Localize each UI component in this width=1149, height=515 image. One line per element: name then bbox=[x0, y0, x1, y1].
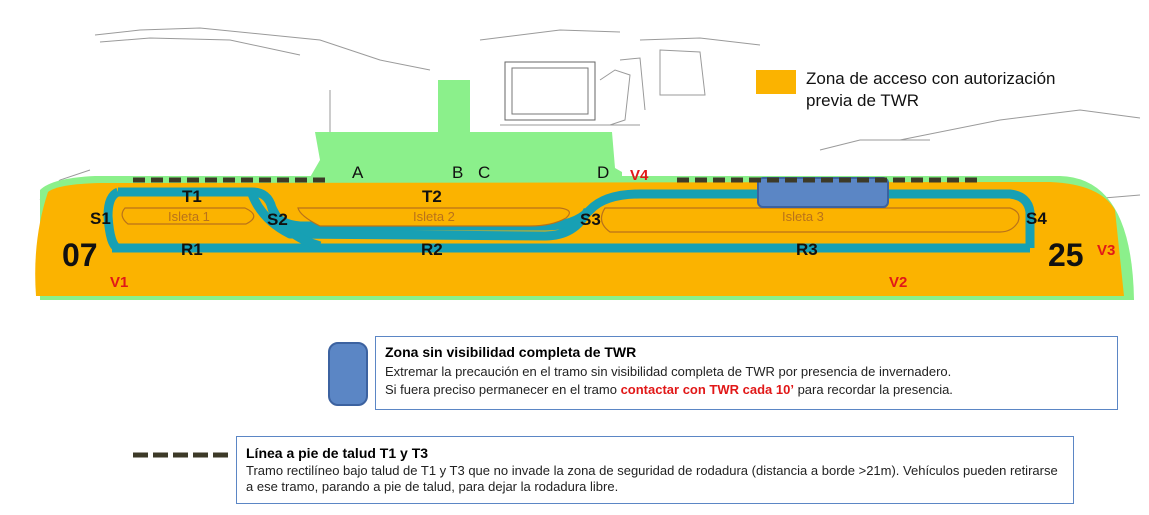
label-isleta-2: Isleta 2 bbox=[413, 209, 455, 224]
label-runway-link-r3: R3 bbox=[796, 240, 818, 259]
visibility-box-line2: Si fuera preciso permanecer en el tramo … bbox=[385, 382, 953, 398]
taxiway-network bbox=[103, 187, 1035, 253]
access-zone-legend: Zona de acceso con autorización previa d… bbox=[756, 68, 1136, 118]
label-runway-end-25: 25 bbox=[1048, 237, 1084, 273]
label-stop-s2: S2 bbox=[267, 210, 288, 229]
visibility-box-line2-before: Si fuera preciso permanecer en el tramo bbox=[385, 382, 621, 397]
label-isleta-1: Isleta 1 bbox=[168, 209, 210, 224]
label-taxiway-t1: T1 bbox=[182, 187, 202, 206]
label-stop-s3: S3 bbox=[580, 210, 601, 229]
visibility-info-box: Zona sin visibilidad completa de TWR Ext… bbox=[375, 336, 1118, 410]
label-vehicle-v1: V1 bbox=[110, 274, 128, 291]
islands bbox=[121, 207, 1020, 233]
label-stop-s1: S1 bbox=[90, 209, 111, 228]
slope-box-body: Tramo rectilíneo bajo talud de T1 y T3 q… bbox=[246, 463, 1058, 494]
label-runway-link-r1: R1 bbox=[181, 240, 203, 259]
label-stop-s4: S4 bbox=[1026, 209, 1047, 228]
label-runway-link-r2: R2 bbox=[421, 240, 443, 259]
slope-box-title: Línea a pie de talud T1 y T3 bbox=[246, 445, 429, 461]
label-vehicle-v3: V3 bbox=[1097, 242, 1115, 259]
label-apron-c: C bbox=[478, 163, 490, 182]
label-apron-b: B bbox=[452, 163, 463, 182]
access-zone-legend-line2: previa de TWR bbox=[806, 91, 920, 110]
visibility-box-title: Zona sin visibilidad completa de TWR bbox=[385, 344, 637, 360]
no-visibility-swatch bbox=[328, 342, 368, 406]
isleta-2-shape bbox=[297, 207, 570, 227]
isleta-3-shape bbox=[600, 207, 1020, 233]
background-linework bbox=[39, 27, 1141, 201]
label-vehicle-v4: V4 bbox=[630, 167, 649, 184]
label-apron-a: A bbox=[352, 163, 364, 182]
visibility-box-line1: Extremar la precaución en el tramo sin v… bbox=[385, 364, 952, 379]
slope-line-swatch bbox=[133, 452, 228, 458]
airport-map: T1 T2 R1 R2 R3 S1 S2 S3 S4 A B C D V1 V2… bbox=[35, 27, 1141, 300]
access-zone-legend-text: Zona de acceso con autorización previa d… bbox=[806, 68, 1056, 112]
label-isleta-3: Isleta 3 bbox=[782, 209, 824, 224]
isleta-1-shape bbox=[121, 207, 255, 225]
access-zone-legend-line1: Zona de acceso con autorización bbox=[806, 69, 1056, 88]
access-zone-swatch bbox=[756, 70, 796, 94]
visibility-box-line2-after: para recordar la presencia. bbox=[793, 382, 953, 397]
label-runway-end-07: 07 bbox=[62, 237, 98, 273]
label-vehicle-v2: V2 bbox=[889, 274, 907, 291]
label-taxiway-t2: T2 bbox=[422, 187, 442, 206]
slope-info-box: Línea a pie de talud T1 y T3 Tramo recti… bbox=[236, 436, 1074, 504]
visibility-box-highlight: contactar con TWR cada 10’ bbox=[620, 382, 794, 397]
label-apron-d: D bbox=[597, 163, 609, 182]
